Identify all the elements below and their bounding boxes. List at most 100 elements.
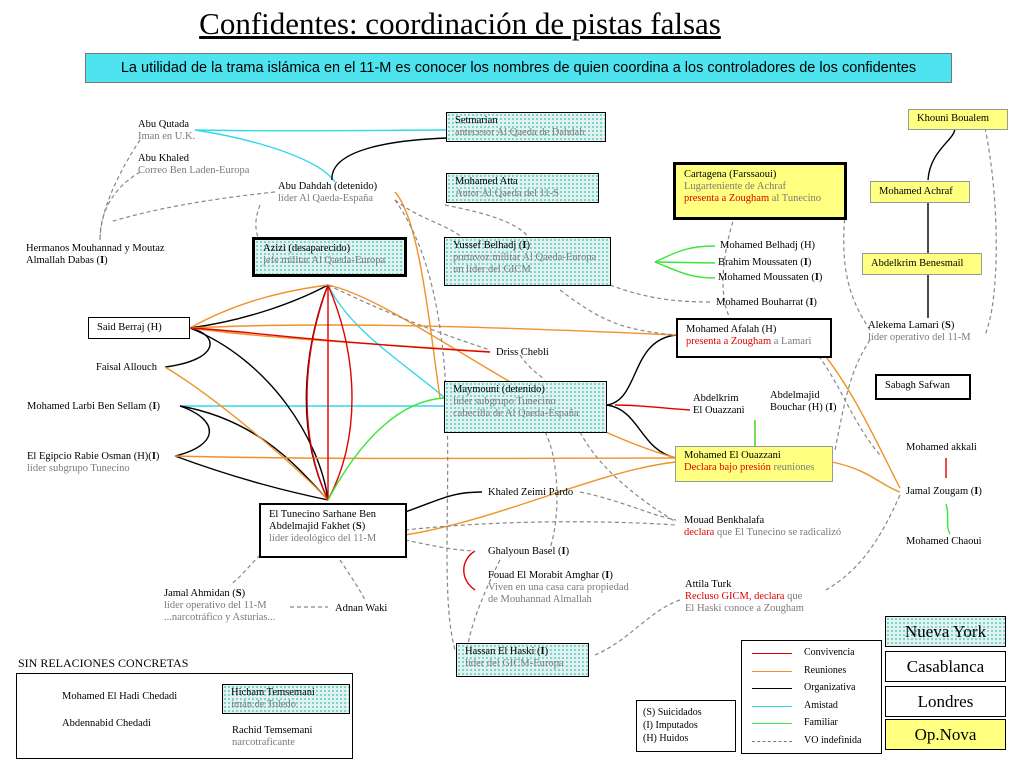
legend-row-familiar: Familiar [748,717,878,731]
abbrev-imputados: (I) Imputados [643,720,698,731]
node-sabagh-safwan: Sabagh Safwan [875,374,971,400]
legend-op-nova: Op.Nova [885,719,1006,750]
legend-label: Reuniones [804,664,847,676]
node-cartagena: Cartagena (Farssaoui) Lugarteniente de A… [673,162,847,220]
edge-d-lamari-ouazzani [834,339,871,451]
edge-khouni-achraf [927,127,956,181]
edge-egipcio-ouazzani [174,455,677,460]
edge-d-zeimi-benkhalafa [579,491,677,521]
node-hermanos-almallah: Hermanos Mouhannad y Moutaz Almallah Dab… [26,243,165,266]
edge-faisal-tunecino [164,366,329,501]
edge-d-azizi-driss [327,284,491,351]
edge-azizi-ouazzani [327,284,677,459]
node-mohamed-afalah: Mohamed Afalah (H) presenta a Zougham a … [676,318,832,358]
legend-line-swatch [752,670,792,672]
node-larbi-ben-sellam: Mohamed Larbi Ben Sellam (I) [27,401,160,412]
legend-row-organizativa: Organizativa [748,682,878,696]
edge-d-tunecino-benkhalafa [404,521,677,531]
legend-londres: Londres [885,686,1006,717]
node-mohamed-chaoui: Mohamed Chaoui [906,536,982,547]
node-abdennabid-chedadi: Abdennabid Chedadi [62,718,151,729]
edge-red-azizi-tunecino-3 [327,284,353,501]
edge-d-maymouni-ghalyoun [544,431,558,549]
edge-qutada-setmarian [194,129,449,132]
edge-green-yussef-brahim [654,261,716,264]
legend-line-swatch [752,705,792,707]
edge-d-dahdah-haski [394,199,456,651]
edge-d-yussef-afalah [559,289,677,336]
edge-ouazzani-zougam [831,461,901,493]
edge-red-1 [189,327,491,353]
edges-indefinida [99,127,997,656]
legend-label: Convivencia [804,647,855,658]
legend-row-convivencia: Convivencia [748,647,878,661]
edge-d-tunecino-ahmidan [229,554,261,586]
legend-line-swatch [752,653,792,654]
abbreviation-legend: (S) Suicidados (I) Imputados (H) Huidos [636,700,736,752]
node-egipcio-rabie-osman: El Egipcio Rabie Osman (H)(I) líder subg… [27,451,160,474]
node-khouni-boualem: Khouni Boualem [908,109,1008,130]
node-alekema-lamari: Alekema Lamari (S) líder operativo del 1… [868,320,971,343]
legend-label: VO indefinida [804,734,862,746]
edge-berraj-afalah [189,324,677,336]
edge-maymouni-ouazzani [606,404,677,459]
node-mohamed-belhadj: Mohamed Belhadj (H) [720,240,816,251]
node-abu-dahdah: Abu Dahdah (detenido)líder Al Qaeda-Espa… [278,181,378,204]
edge-d-attila-haski [594,599,681,656]
legend-nueva-york: Nueva York [885,616,1006,647]
edge-qutada-dahdah [194,129,336,183]
legend-row-amistad: Amistad [748,700,878,714]
abbrev-suicidados: (S) Suicidados [643,707,702,718]
node-mouad-benkhalafa: Mouad Benkhalafa declara que El Tunecino… [684,515,842,538]
edge-green-tunecino-maymouni [327,397,446,501]
edge-green-yussef-moussaten [654,261,716,279]
edge-d-tunecino-adnan [339,559,366,601]
edge-larbi-egipcio [174,405,210,457]
node-khaled-zeimi-pardo: Khaled Zeimi Pardo [488,487,574,498]
subtitle-banner: La utilidad de la trama islámica en el 1… [85,53,952,83]
edge-dahdah-maymouni [394,191,441,399]
edge-berraj-azizi-black [189,284,329,329]
edge-egipcio-tunecino-black [174,455,329,501]
legend-label: Organizativa [804,682,856,693]
edge-d-yussef-bouharrat [609,284,713,303]
edge-d-tunecino-ghalyoun [404,539,476,552]
edge-d-ghalyoun-haski [467,559,501,646]
node-jamal-zougam: Jamal Zougam (I) [906,486,982,497]
legend-label: Familiar [804,717,838,728]
edge-d-dahdah-yussef [394,199,466,241]
node-mohamed-el-hadi-chedadi: Mohamed El Hadi Chedadi [62,691,178,702]
node-ghalyoun-basel: Ghalyoun Basel (I) [488,546,570,557]
legend-casablanca: Casablanca [885,651,1006,682]
edge-tunecino-zeimi [404,491,483,513]
legend-line-swatch [752,688,792,689]
edge-larbi-tunecino [179,405,329,501]
legend-line-swatch [752,740,792,742]
node-abdelkrim-benesmail: Abdelkrim Benesmail [862,253,982,275]
edge-d-zougam-attila [825,494,901,591]
edge-d-driss-maymouni [519,354,546,381]
no-relations-title: SIN RELACIONES CONCRETAS [18,656,189,670]
edge-d-maymouni-benkhalafa [579,431,677,523]
node-fouad-el-morabit: Fouad El Morabit Amghar (I) Viven en una… [488,570,629,605]
node-el-tunecino: El Tunecino Sarhane Ben Abdelmajid Fakhe… [259,503,407,558]
edge-d-khaled-hermanos [99,171,141,241]
legend-label: Amistad [804,699,838,711]
edge-berraj-azizi [189,284,329,329]
edge-red-ghalyoun-fouad [463,550,476,591]
edge-maymouni-afalah [606,334,677,406]
node-maymouni: Maymouni (detenido) líder subgrupo Tunec… [444,381,607,433]
node-hassan-el-haski: Hassan El Haski (I) líder del GICM-Europ… [456,643,589,677]
node-azizi: Azizi (desaparecido)jefe militar Al Qaed… [252,237,407,277]
edge-d-qutada-hermanos [99,139,141,241]
node-mohamed-el-ouazzani: Mohamed El Ouazzani Declara bajo presión… [675,446,833,482]
node-faisal-allouch: Faisal Allouch [96,362,157,373]
legend-row-vo-indefinida: VO indefinida [748,735,878,749]
